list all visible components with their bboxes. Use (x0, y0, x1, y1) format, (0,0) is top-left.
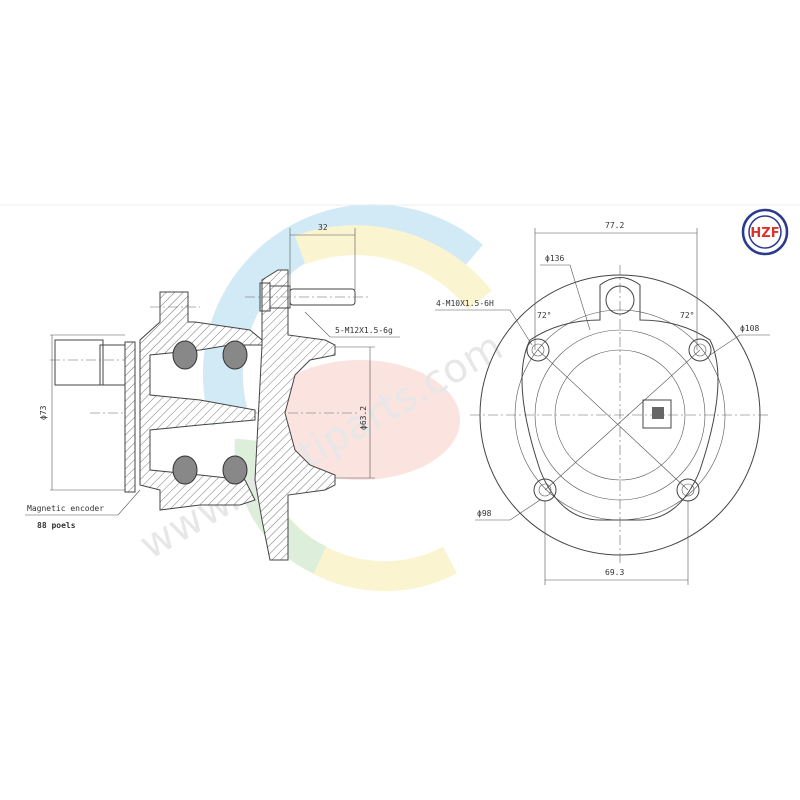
stud-length-dim: 32 (318, 223, 328, 232)
side-section-view: 32 5-M12X1.5-6g ϕ73 ϕ63.2 Magnetic encod… (25, 223, 400, 561)
stud-thread-label: 5-M12X1.5-6g (335, 326, 393, 335)
bolt-thread-label: 4-M10X1.5-6H (436, 299, 494, 308)
hzf-logo: HZF (741, 208, 789, 256)
bolt-circle-label: ϕ108 (740, 324, 759, 333)
outer-diameter-dim: ϕ73 (39, 405, 48, 420)
encoder-label: Magnetic encoder (27, 504, 104, 513)
width-dim: 77.2 (605, 221, 624, 230)
angle-left-label: 72° (537, 311, 551, 320)
logo-text: HZF (750, 226, 779, 241)
angle-right-label: 72° (680, 311, 694, 320)
inner-diameter-label: ϕ98 (477, 509, 492, 518)
front-view: 77.2 ϕ136 4-M10X1.5-6H 72° 72° ϕ108 ϕ98 … (435, 221, 770, 585)
flange-diameter-label: ϕ136 (545, 254, 564, 263)
pilot-diameter-dim: ϕ63.2 (359, 406, 368, 430)
encoder-poles-label: 88 poels (37, 521, 76, 530)
bottom-width-dim: 69.3 (605, 568, 624, 577)
